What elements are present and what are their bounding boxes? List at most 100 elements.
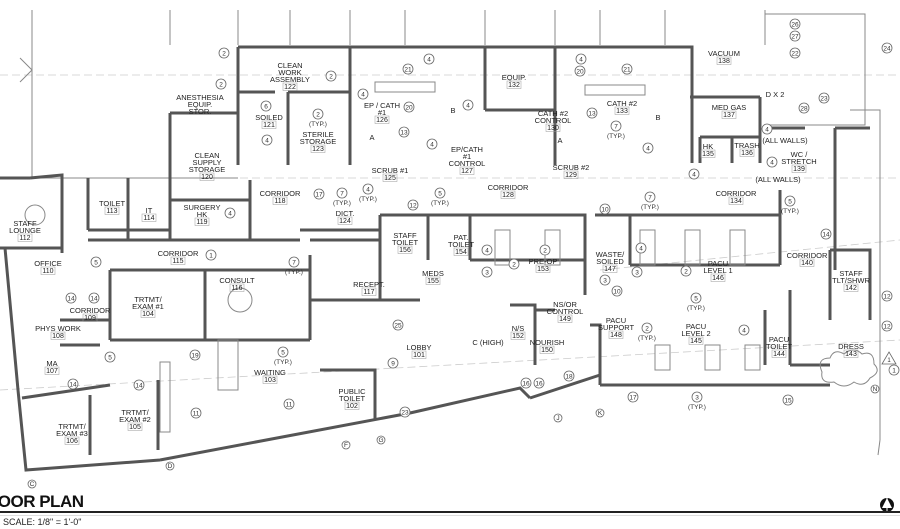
room-name: OFFICE <box>34 259 62 268</box>
room-name: MEDS <box>422 269 444 278</box>
room-name: LEVEL 2 <box>681 329 710 338</box>
svg-text:1: 1 <box>887 358 891 364</box>
svg-text:(TYP.): (TYP.) <box>309 121 327 128</box>
keynote-tag: 2 <box>508 258 520 270</box>
keynote-tag: 4 <box>462 99 474 111</box>
keynote-tag: 21 <box>621 63 633 75</box>
room-name: TRTMT/ <box>121 408 149 417</box>
room-number: 126 <box>376 117 388 124</box>
room-name: TOILET <box>99 199 126 208</box>
room-number: 107 <box>46 368 58 375</box>
svg-text:G: G <box>378 437 383 444</box>
room-name: TOILET <box>448 240 475 249</box>
keynote-tag: 4(TYP.) <box>359 183 377 203</box>
svg-text:2: 2 <box>219 81 223 88</box>
keynote-tag: 4 <box>642 142 654 154</box>
keynote-tag: 14 <box>133 379 145 391</box>
room-name: RECEPT. <box>353 280 385 289</box>
svg-text:4: 4 <box>770 159 774 166</box>
keynote-tag: 7(TYP.) <box>641 191 659 211</box>
keynote-tag: 4 <box>766 156 778 168</box>
room-name: PACU <box>769 335 789 344</box>
keynote-tag: 19 <box>189 349 201 361</box>
keynote-tag: 1 <box>205 249 217 261</box>
svg-text:10: 10 <box>601 206 609 213</box>
keynote-tag: 12 <box>881 320 893 332</box>
room-name: CORRIDOR <box>70 306 111 315</box>
room-name: EXAM #2 <box>119 415 151 424</box>
furniture <box>24 81 878 433</box>
keynote-tag: 10 <box>611 285 623 297</box>
svg-text:4: 4 <box>639 245 643 252</box>
room-number: 143 <box>845 351 857 358</box>
room-number: 134 <box>730 198 742 205</box>
room-name: CORRIDOR <box>716 189 757 198</box>
svg-text:4: 4 <box>265 137 269 144</box>
title-rule-light <box>0 515 900 516</box>
grid-marker-f: F <box>341 440 351 450</box>
keynote-tag: 26 <box>789 18 801 30</box>
svg-text:4: 4 <box>228 210 232 217</box>
note: D X 2 <box>766 90 785 99</box>
room-number: 136 <box>741 150 753 157</box>
svg-text:2: 2 <box>329 73 333 80</box>
keynote-tag: 12 <box>881 290 893 302</box>
keynote-tag: 23 <box>818 92 830 104</box>
title-rule <box>0 511 900 513</box>
room-name: STAFF <box>393 231 417 240</box>
room-name: CONTROL <box>547 307 584 316</box>
room-number: 102 <box>346 403 358 410</box>
svg-text:17: 17 <box>629 394 637 401</box>
keynote-tag: 21 <box>402 63 414 75</box>
room-name: TOILET <box>339 394 366 403</box>
room-name: SOILED <box>596 257 624 266</box>
keynote-tag: 23 <box>399 406 411 418</box>
keynote-tag: 14 <box>67 378 79 390</box>
room-number: 124 <box>339 218 351 225</box>
room-number: 120 <box>201 174 213 181</box>
svg-text:D: D <box>168 463 173 470</box>
svg-text:2: 2 <box>543 247 547 254</box>
svg-text:14: 14 <box>135 382 143 389</box>
room-recept--117: RECEPT.117 <box>353 280 385 296</box>
svg-text:(TYP.): (TYP.) <box>274 359 292 366</box>
keynote-tag: 4 <box>575 53 587 65</box>
room-number: 142 <box>845 285 857 292</box>
svg-text:16: 16 <box>535 380 543 387</box>
keynote-tag: 4 <box>357 88 369 100</box>
svg-text:4: 4 <box>646 145 650 152</box>
svg-text:(TYP.): (TYP.) <box>607 133 625 140</box>
room-name: EQUIP. <box>188 100 212 109</box>
room-number: 125 <box>384 175 396 182</box>
room-name: CORRIDOR <box>488 183 529 192</box>
room-name: N/S <box>512 324 525 333</box>
note-text: A <box>369 133 374 142</box>
room-name: CORRIDOR <box>787 251 828 260</box>
room-name: SURGERY <box>184 203 221 212</box>
room-number: 149 <box>559 316 571 323</box>
room-number: 156 <box>399 247 411 254</box>
keynote-tag: 27 <box>789 30 801 42</box>
svg-text:(TYP.): (TYP.) <box>641 204 659 211</box>
room-number: 119 <box>196 219 207 226</box>
room-number: 152 <box>512 333 524 340</box>
room-number: 121 <box>263 122 275 129</box>
room-number: 133 <box>616 108 628 115</box>
keynote-tag: 16 <box>533 377 545 389</box>
room-number: 117 <box>363 289 374 296</box>
grid-marker-c: C <box>27 479 37 489</box>
keynote-tag: 4 <box>738 324 750 336</box>
svg-text:2: 2 <box>222 50 226 57</box>
svg-text:(TYP.): (TYP.) <box>285 269 303 276</box>
